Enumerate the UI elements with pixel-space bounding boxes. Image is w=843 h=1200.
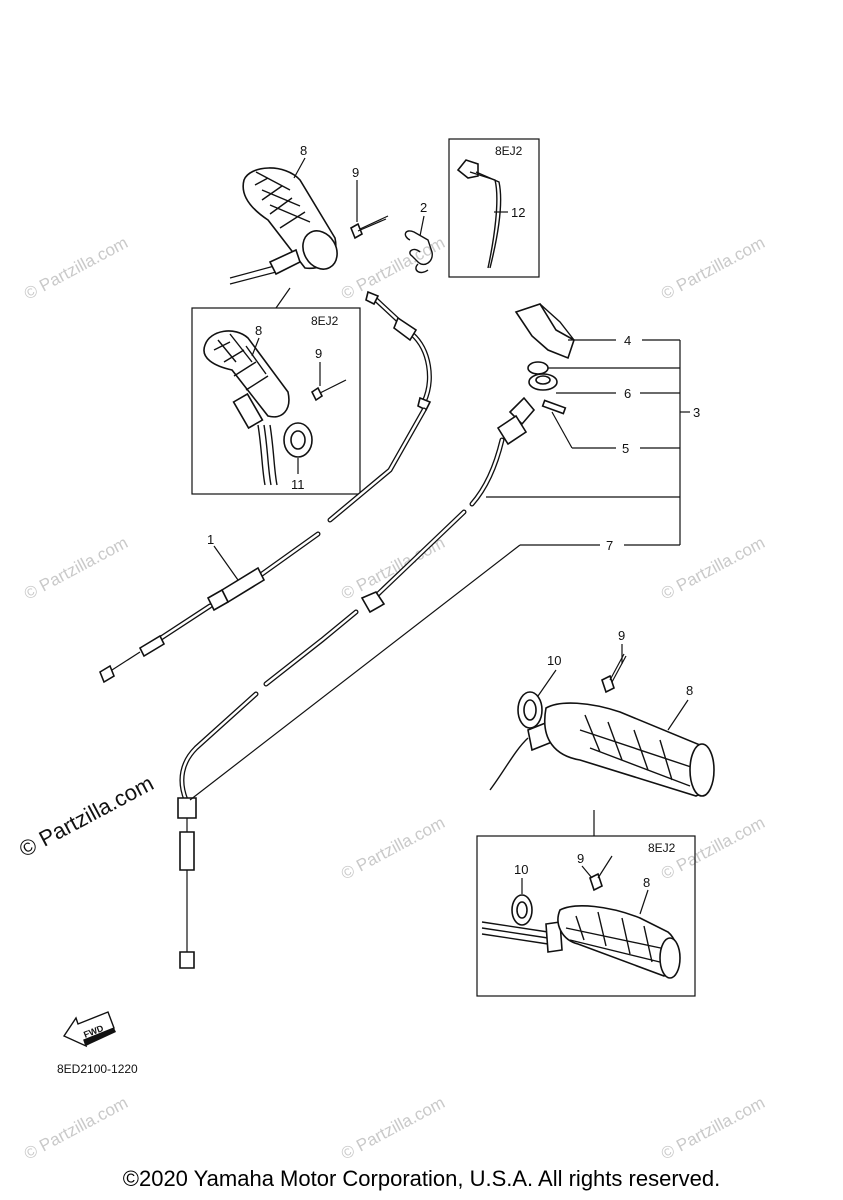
collar-6	[528, 373, 558, 391]
callout-7: 7	[606, 538, 613, 553]
watermark: © Partzilla.com	[338, 1093, 448, 1164]
box-8ej2-grip-left	[191, 287, 361, 495]
callout-9: 9	[618, 628, 625, 643]
box-8ej2-grip-right	[476, 810, 696, 997]
callout-11: 11	[291, 477, 305, 492]
watermark: © Partzilla.com	[658, 233, 768, 304]
callout-1: 1	[207, 532, 214, 547]
bolt-9-right	[601, 653, 627, 694]
box-label: 8EJ2	[311, 314, 339, 328]
cable-1	[99, 290, 432, 684]
clip-2	[404, 230, 433, 274]
watermark: © Partzilla.com	[338, 813, 448, 884]
watermark: © Partzilla.com	[658, 1093, 768, 1164]
watermark: © Partzilla.com	[658, 533, 768, 604]
box-label: 8EJ2	[495, 144, 523, 158]
collar-10-right	[517, 691, 543, 729]
callout-6: 6	[624, 386, 631, 401]
diagram-code: 8ED2100-1220	[57, 1062, 138, 1076]
callout-labels: 8 9 2 12 8 9 11 4 6 3 5 7 1 9 10 8 10 9 …	[207, 143, 700, 890]
callout-8: 8	[643, 875, 650, 890]
callout-5: 5	[622, 441, 629, 456]
cable-7	[177, 396, 536, 969]
callout-9: 9	[315, 346, 322, 361]
watermark: © Partzilla.com	[21, 233, 131, 304]
lever-4	[514, 303, 575, 360]
box-8ej2-wire	[448, 138, 540, 278]
watermark-layer: © Partzilla.com © Partzilla.com © Partzi…	[21, 233, 768, 1164]
box-label: 8EJ2	[648, 841, 676, 855]
copyright-notice: ©2020 Yamaha Motor Corporation, U.S.A. A…	[122, 1166, 721, 1191]
callout-12: 12	[511, 205, 525, 220]
callout-8: 8	[686, 683, 693, 698]
grip-top-left	[229, 167, 338, 285]
callout-8: 8	[255, 323, 262, 338]
leader-lines	[189, 157, 690, 915]
callout-9: 9	[577, 851, 584, 866]
watermark: © Partzilla.com	[21, 533, 131, 604]
callout-3: 3	[693, 405, 700, 420]
callout-4: 4	[624, 333, 631, 348]
watermark: © Partzilla.com	[21, 1093, 131, 1164]
callout-9: 9	[352, 165, 359, 180]
callout-8: 8	[300, 143, 307, 158]
fwd-arrow-icon: FWD	[62, 1011, 116, 1048]
callout-10: 10	[514, 862, 528, 877]
collar-6-upper	[527, 361, 549, 375]
callout-2: 2	[420, 200, 427, 215]
grip-right	[489, 702, 715, 797]
callout-10: 10	[547, 653, 561, 668]
watermark: © Partzilla.com	[338, 233, 448, 304]
bolt-9-top	[349, 215, 389, 240]
pin-5	[541, 399, 567, 415]
